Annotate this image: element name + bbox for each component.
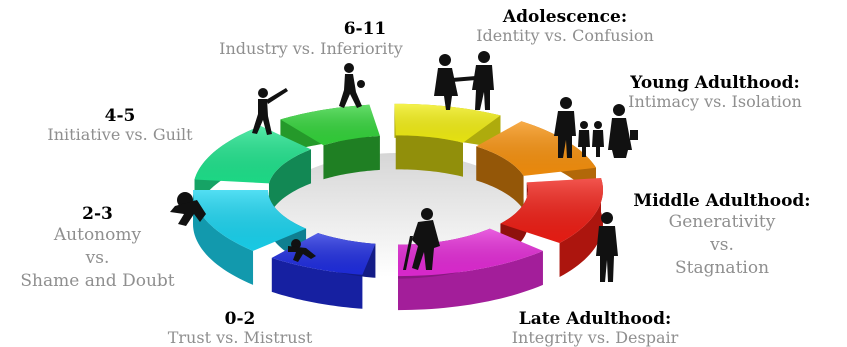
stage-conflict: Intimacy vs. Isolation bbox=[628, 92, 802, 112]
man-suit-silhouette-icon bbox=[596, 212, 618, 282]
stage-age: Young Adulthood: bbox=[630, 73, 800, 93]
segment-outer-wall bbox=[398, 250, 543, 311]
ring-segment-middle-adulthood bbox=[500, 178, 603, 278]
stage-label-school-age: 6-11 bbox=[300, 19, 430, 39]
segment-gloss bbox=[394, 103, 501, 143]
stage-age: 2-3 bbox=[82, 204, 113, 224]
stage-conflict: Trust vs. Mistrust bbox=[167, 328, 313, 347]
toddler-silhouette-icon bbox=[170, 192, 206, 226]
stage-label-preschool: 4-5 Initiative vs. Guilt bbox=[30, 106, 210, 145]
segment-gloss bbox=[500, 178, 603, 244]
ring-segment-school-age bbox=[280, 104, 380, 180]
silhouettes bbox=[170, 51, 638, 282]
stage-age: Adolescence: bbox=[502, 7, 628, 27]
crawling-baby-silhouette-icon bbox=[288, 239, 316, 262]
couple-silhouette-icon bbox=[434, 51, 494, 110]
segment-inner-wall bbox=[268, 149, 312, 218]
stage-label-young-adulthood: Young Adulthood: Intimacy vs. Isolation bbox=[590, 73, 840, 112]
stage-conflict-line: Generativity bbox=[668, 212, 776, 233]
stage-conflict-school-age: Industry vs. Inferiority bbox=[196, 40, 426, 58]
stage-label-adolescence: Adolescence: Identity vs. Confusion bbox=[455, 7, 675, 46]
segment-outer-wall bbox=[193, 190, 254, 285]
stage-conflict: Industry vs. Inferiority bbox=[219, 39, 403, 58]
stage-label-late-adulthood: Late Adulthood: Integrity vs. Despair bbox=[490, 309, 700, 347]
ring-segment-adolescence bbox=[394, 103, 501, 177]
segment-outer-wall bbox=[559, 178, 603, 278]
stage-label-infancy: 0-2 Trust vs. Mistrust bbox=[150, 309, 330, 347]
segment-gloss bbox=[193, 190, 307, 251]
stage-age: 6-11 bbox=[343, 19, 387, 39]
ring-segment-late-adulthood bbox=[398, 228, 543, 311]
stage-label-middle-adulthood: Middle Adulthood: Generativity vs. Stagn… bbox=[622, 191, 822, 280]
stage-age: 4-5 bbox=[104, 106, 136, 126]
ring-segments bbox=[193, 103, 603, 311]
ring-segment-preschool bbox=[194, 126, 312, 218]
stage-age: Middle Adulthood: bbox=[633, 191, 811, 211]
elderly-cane-silhouette-icon bbox=[403, 208, 440, 270]
ring-segment-infancy bbox=[271, 233, 376, 309]
stage-conflict: Identity vs. Confusion bbox=[476, 26, 654, 46]
segment-gloss bbox=[194, 126, 312, 184]
stage-conflict: Initiative vs. Guilt bbox=[47, 125, 193, 145]
segment-gloss bbox=[398, 228, 543, 277]
stage-conflict-line: Autonomy bbox=[53, 225, 142, 246]
stage-age: Late Adulthood: bbox=[518, 309, 672, 329]
child-ball-silhouette-icon bbox=[339, 63, 365, 108]
segment-inner-wall bbox=[476, 146, 524, 210]
stage-conflict-line: Stagnation bbox=[674, 257, 770, 278]
segment-gloss bbox=[271, 233, 376, 275]
family-silhouette-icon bbox=[554, 97, 638, 158]
segment-gloss bbox=[476, 121, 597, 176]
segment-inner-wall bbox=[395, 135, 463, 177]
segment-outer-wall bbox=[271, 257, 363, 309]
stage-conflict-line: Shame and Doubt bbox=[20, 270, 175, 291]
segment-gloss bbox=[280, 104, 380, 146]
child-throwing-silhouette-icon bbox=[252, 88, 288, 135]
stage-conflict: Integrity vs. Despair bbox=[511, 328, 679, 347]
stage-conflict-line: vs. bbox=[85, 247, 110, 268]
stage-label-early-childhood: 2-3 Autonomy vs. Shame and Doubt bbox=[10, 204, 185, 293]
segment-inner-wall bbox=[323, 135, 380, 180]
stage-age: 0-2 bbox=[224, 309, 256, 329]
stage-conflict-line: vs. bbox=[710, 234, 734, 255]
